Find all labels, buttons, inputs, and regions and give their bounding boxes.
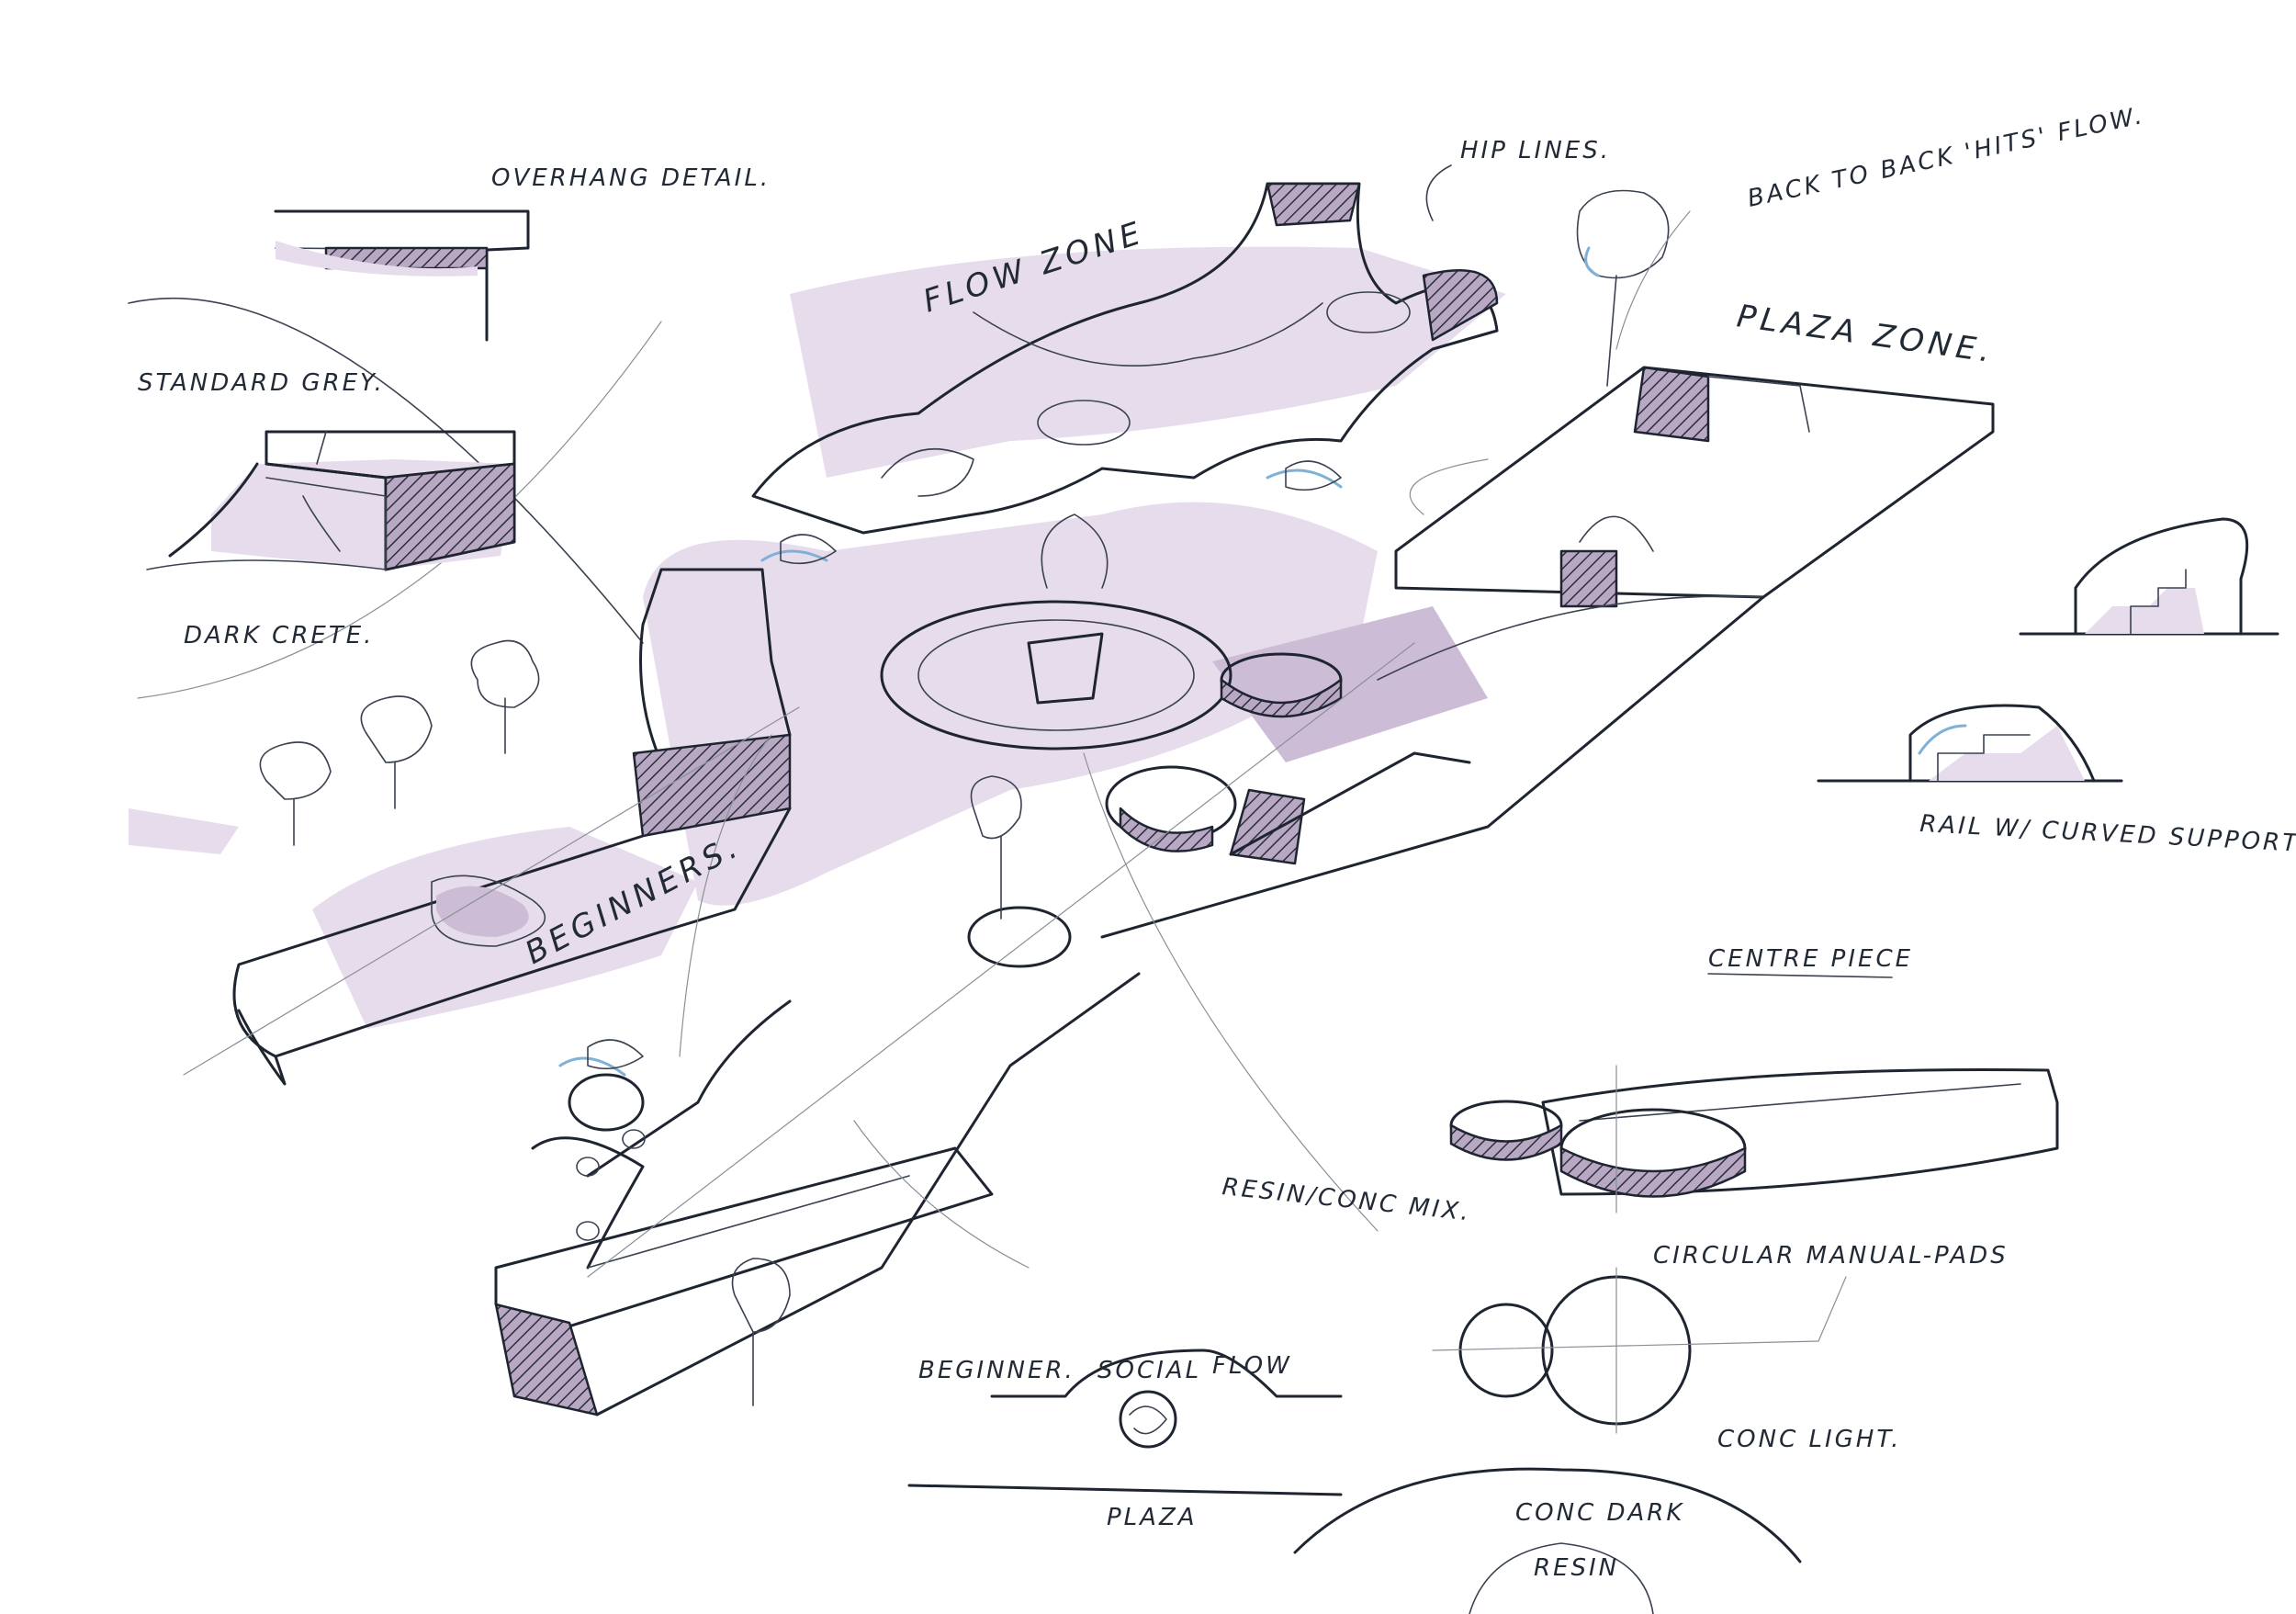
label-flow: FLOW (1212, 1352, 1292, 1380)
hits-leader (1615, 210, 1691, 350)
centre-piece-underline (1707, 973, 1893, 978)
label-resin-conc-mix: RESIN/CONC MIX. (1221, 1173, 1472, 1226)
centre-piece-pads-sketch (1449, 1065, 2059, 1213)
label-rail-curved-support: RAIL W/ CURVED SUPPORT. (1919, 810, 2296, 858)
label-social: SOCIAL (1097, 1357, 1201, 1384)
label-hip-lines: HIP LINES. (1460, 137, 1611, 164)
material-key-arcs (1293, 1467, 1802, 1614)
label-centre-piece: CENTRE PIECE (1708, 945, 1913, 973)
zone-section-sketch (907, 1349, 1343, 1496)
ledge-block-sketch (128, 297, 662, 699)
label-plaza-zone: PLAZA ZONE. (1735, 298, 1998, 370)
hip-lines-leader (1425, 164, 1452, 221)
label-overhang-detail: OVERHANG DETAIL. (491, 164, 771, 192)
label-plaza: PLAZA (1107, 1504, 1198, 1531)
label-resin: RESIN (1534, 1554, 1619, 1582)
label-back-to-back-hits: BACK TO BACK 'HITS' FLOW. (1745, 102, 2147, 213)
label-standard-grey-1: STANDARD GREY. (138, 369, 385, 397)
label-conc-dark: CONC DARK (1515, 1499, 1684, 1527)
skatepark-plan (129, 182, 1995, 1416)
manual-pads-plan-sketch (1432, 1267, 1847, 1434)
label-dark-crete: DARK CRETE. (184, 622, 374, 649)
overhang-detail-sketch (274, 209, 530, 342)
rail-curved-support-sketch (1817, 517, 2279, 783)
label-circular-manual-pads: CIRCULAR MANUAL-PADS (1653, 1242, 2009, 1270)
label-conc-light: CONC LIGHT. (1717, 1426, 1901, 1453)
tree-top-right (1576, 189, 1670, 387)
label-beginner: BEGINNER. (918, 1357, 1075, 1384)
tree-cluster-left (129, 639, 540, 854)
tree-centre (970, 775, 1022, 920)
tree-bottom (731, 1258, 791, 1406)
